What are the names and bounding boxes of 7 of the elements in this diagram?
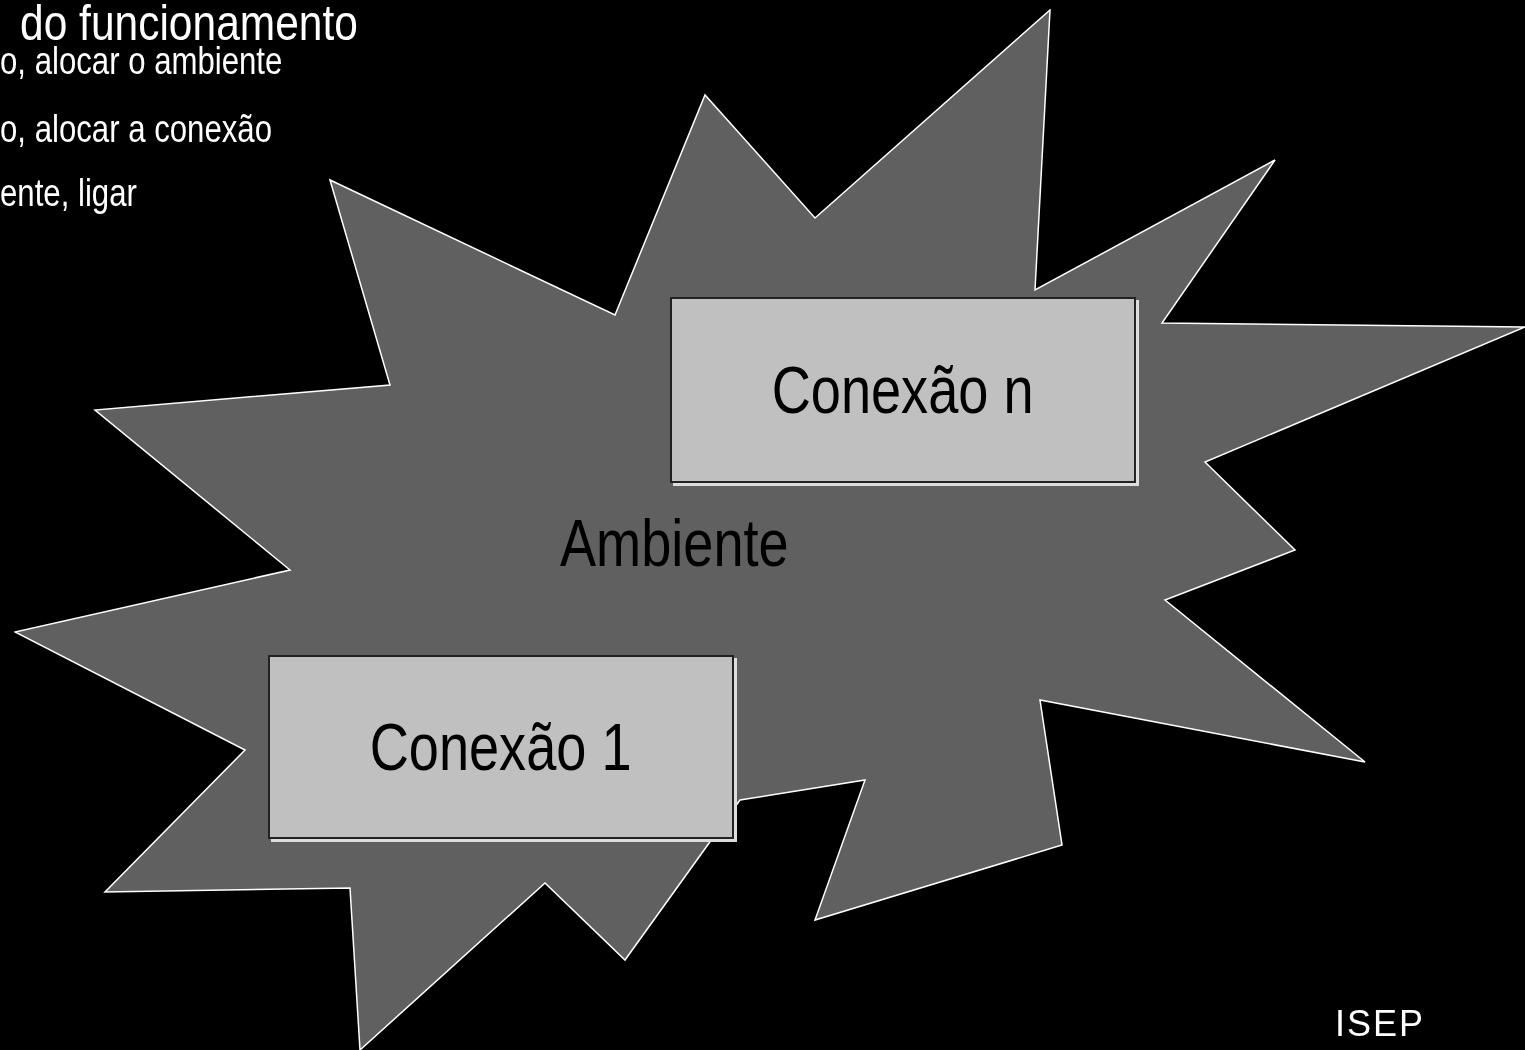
bullet-text: o, alocar a conexão: [0, 108, 272, 151]
connection-box: Conexão 1: [268, 655, 734, 839]
bullet-text: ente, ligar: [0, 172, 137, 215]
connection-box: Conexão n: [670, 297, 1136, 483]
footer-text: ISEP: [1335, 1003, 1426, 1045]
bullet-text: o, alocar o ambiente: [0, 40, 283, 83]
starburst-label: Ambiente: [560, 505, 789, 581]
